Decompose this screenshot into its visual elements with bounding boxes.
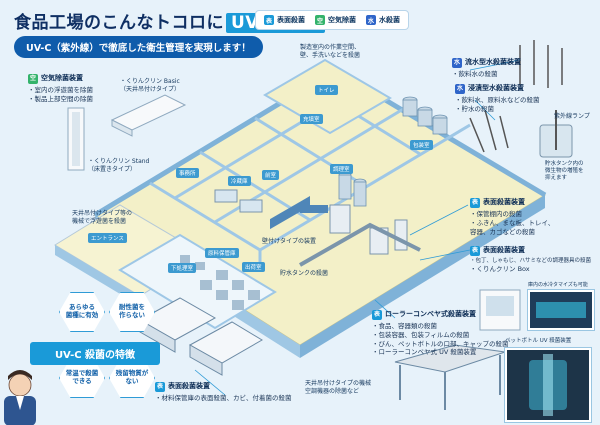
photo-caption: ペットボトル UV 殺菌装置 bbox=[505, 338, 572, 344]
room-label: 前室 bbox=[262, 170, 280, 180]
surface-badge-icon: 表 bbox=[470, 246, 480, 256]
water-badge-icon: 水 bbox=[455, 84, 465, 94]
bottom-note: 天井吊付けタイプの機械 空調機器の除菌など bbox=[305, 380, 372, 395]
air-badge-icon: 空 bbox=[315, 15, 325, 25]
legend-label: 水殺菌 bbox=[379, 16, 400, 24]
legend-item-air: 空 空気除菌 bbox=[315, 15, 356, 25]
box-bullet: ・貯水の殺菌 bbox=[455, 104, 494, 113]
surface-badge-icon: 表 bbox=[264, 15, 274, 25]
air-badge-icon: 空 bbox=[28, 74, 38, 84]
box-bullet: ・びん、ペットボトルの口部、キャップの殺菌 bbox=[372, 339, 509, 348]
box-heading: 表面殺菌装置 bbox=[483, 198, 525, 207]
box-bullet: ・ローラーコンベヤ式 UV 殺菌装置 bbox=[372, 348, 477, 357]
flow-water-sterilizer-box: 水流水型水殺菌装置 ・飲料水の殺菌 bbox=[452, 58, 522, 79]
callout-leaders bbox=[194, 59, 521, 396]
box-heading: 浸漬型水殺菌装置 bbox=[468, 84, 524, 93]
box-heading: 表面殺菌装置 bbox=[483, 246, 525, 255]
room-label: トイレ bbox=[315, 85, 338, 95]
tank-caption: 貯水タンク内の 微生物の増殖を 抑えます bbox=[545, 161, 584, 182]
box-bullet: ・くりんクリン Box bbox=[470, 265, 530, 274]
storage-surface-box: 表表面殺菌装置 ・材料保管庫の表面殺菌、カビ、付着菌の殺菌 bbox=[155, 382, 305, 403]
legend-label: 表面殺菌 bbox=[277, 16, 305, 24]
surface-badge-icon: 表 bbox=[155, 382, 165, 392]
product-basic-label: ・くりんクリン Basic （天井吊付けタイプ） bbox=[120, 78, 181, 93]
box-bullet: ・飲料水、原料水などの殺菌 bbox=[455, 96, 540, 104]
features-cluster: あらゆる 菌種に有効 耐性菌を 作らない 常温で殺菌 できる 残留物質が ない bbox=[35, 290, 205, 400]
water-badge-icon: 水 bbox=[452, 58, 462, 68]
wall-note: 壁付けタイプの装置 bbox=[262, 238, 317, 245]
immersion-water-sterilizer-box: 水浸漬型水殺菌装置 ・飲料水、原料水などの殺菌 ・貯水の殺菌 bbox=[455, 84, 550, 114]
box-bullet: ・ふきん、まな板、トレイ、 bbox=[470, 218, 555, 227]
immersion-devices bbox=[469, 109, 509, 153]
box-bullet: ・食品、容器類の殺菌 bbox=[372, 322, 437, 330]
box-heading: 表面殺菌装置 bbox=[168, 382, 210, 391]
surface-badge-icon: 表 bbox=[372, 310, 382, 320]
water-flow-devices bbox=[519, 40, 563, 88]
surface-badge-icon: 表 bbox=[470, 198, 480, 208]
conveyor-sterilizer-box: 表ローラーコンベヤ式殺菌装置 ・食品、容器類の殺菌 ・包装容器、包装フィルムの殺… bbox=[372, 310, 509, 357]
person-illustration bbox=[4, 370, 36, 425]
title-main: 食品工場のこんなトコロに bbox=[14, 13, 224, 33]
box-bullet: 容器、カゴなどの殺菌 bbox=[470, 227, 535, 236]
bottle-sterilizer-photo bbox=[505, 348, 591, 422]
box-bullet: ・保管棚内の殺菌 bbox=[470, 210, 522, 218]
box-bullet: ・製品上部空間の除菌 bbox=[28, 94, 93, 103]
delivery-trucks bbox=[138, 297, 263, 376]
roller-conveyor-machine bbox=[394, 344, 506, 410]
front-wall-right bbox=[300, 195, 545, 358]
room-label: 原料保管庫 bbox=[205, 248, 239, 258]
box-heading: 流水型水殺菌装置 bbox=[465, 58, 521, 67]
feature-hex: あらゆる 菌種に有効 bbox=[59, 292, 105, 332]
box-bullet: ・飲料水の殺菌 bbox=[452, 70, 498, 78]
box-bullet: ・室内の浮遊菌を除菌 bbox=[28, 86, 93, 94]
photo-caption: 庫内の水冷タマイズも可能 bbox=[528, 282, 588, 288]
room-label: 調理室 bbox=[330, 164, 353, 174]
features-center-label: UV-C 殺菌の特徴 bbox=[30, 342, 160, 365]
room-label: 事務所 bbox=[176, 168, 199, 178]
storage-shelves bbox=[180, 255, 260, 310]
page-subtitle: UV-C（紫外線）で徹底した衛生管理を実現します！ bbox=[14, 36, 263, 58]
lamp-label: 紫外線ランプ bbox=[554, 113, 590, 120]
box-bullet: ・材料保管庫の表面殺菌、カビ、付着菌の殺菌 bbox=[155, 394, 292, 402]
box-bullet: ・包丁、しゃもじ、ハサミなどの調理器具の殺菌 bbox=[470, 258, 592, 264]
room-label: 出荷室 bbox=[242, 262, 265, 272]
air-sterilizer-box: 空空気除菌装置 ・室内の浮遊菌を除菌 ・製品上部空間の除菌 bbox=[28, 74, 138, 104]
box-heading: ローラーコンベヤ式殺菌装置 bbox=[385, 310, 476, 319]
conveyor-line bbox=[299, 222, 421, 267]
box-interior-photo bbox=[528, 290, 594, 330]
surface-sterilizer-box: 表表面殺菌装置 ・保管棚内の殺菌 ・ふきん、まな板、トレイ、 容器、カゴなどの殺… bbox=[470, 198, 580, 236]
room-label: 包装室 bbox=[410, 140, 433, 150]
tank-note: 貯水タンクの殺菌 bbox=[280, 270, 329, 277]
surface-sterilizer-box-2: 表表面殺菌装置 ・包丁、しゃもじ、ハサミなどの調理器具の殺菌 ・くりんクリン B… bbox=[470, 246, 595, 274]
legend: 表 表面殺菌 空 空気除菌 水 水殺菌 bbox=[255, 10, 409, 30]
box-bullet: ・包装容器、包装フィルムの殺菌 bbox=[372, 330, 470, 339]
room-label: 充填室 bbox=[300, 114, 323, 124]
ceiling-note: 天井吊付けタイプ等の 機械で浮遊菌を殺菌 bbox=[72, 210, 133, 225]
box-heading: 空気除菌装置 bbox=[41, 74, 83, 83]
water-badge-icon: 水 bbox=[366, 15, 376, 25]
feature-hex: 耐性菌を 作らない bbox=[109, 292, 155, 332]
legend-item-water: 水 水殺菌 bbox=[366, 15, 400, 25]
product-stand-label: ・くりんクリン Stand （床置きタイプ） bbox=[88, 158, 150, 173]
legend-label: 空気除菌 bbox=[328, 16, 356, 24]
legend-item-surface: 表 表面殺菌 bbox=[264, 15, 305, 25]
room-label: 冷蔵庫 bbox=[228, 176, 251, 186]
room-label: エントランス bbox=[88, 233, 127, 243]
room-label: 下処理室 bbox=[168, 263, 197, 273]
roof-note: 製造室内の作業空間、 壁、手洗いなどを殺菌 bbox=[300, 44, 361, 59]
